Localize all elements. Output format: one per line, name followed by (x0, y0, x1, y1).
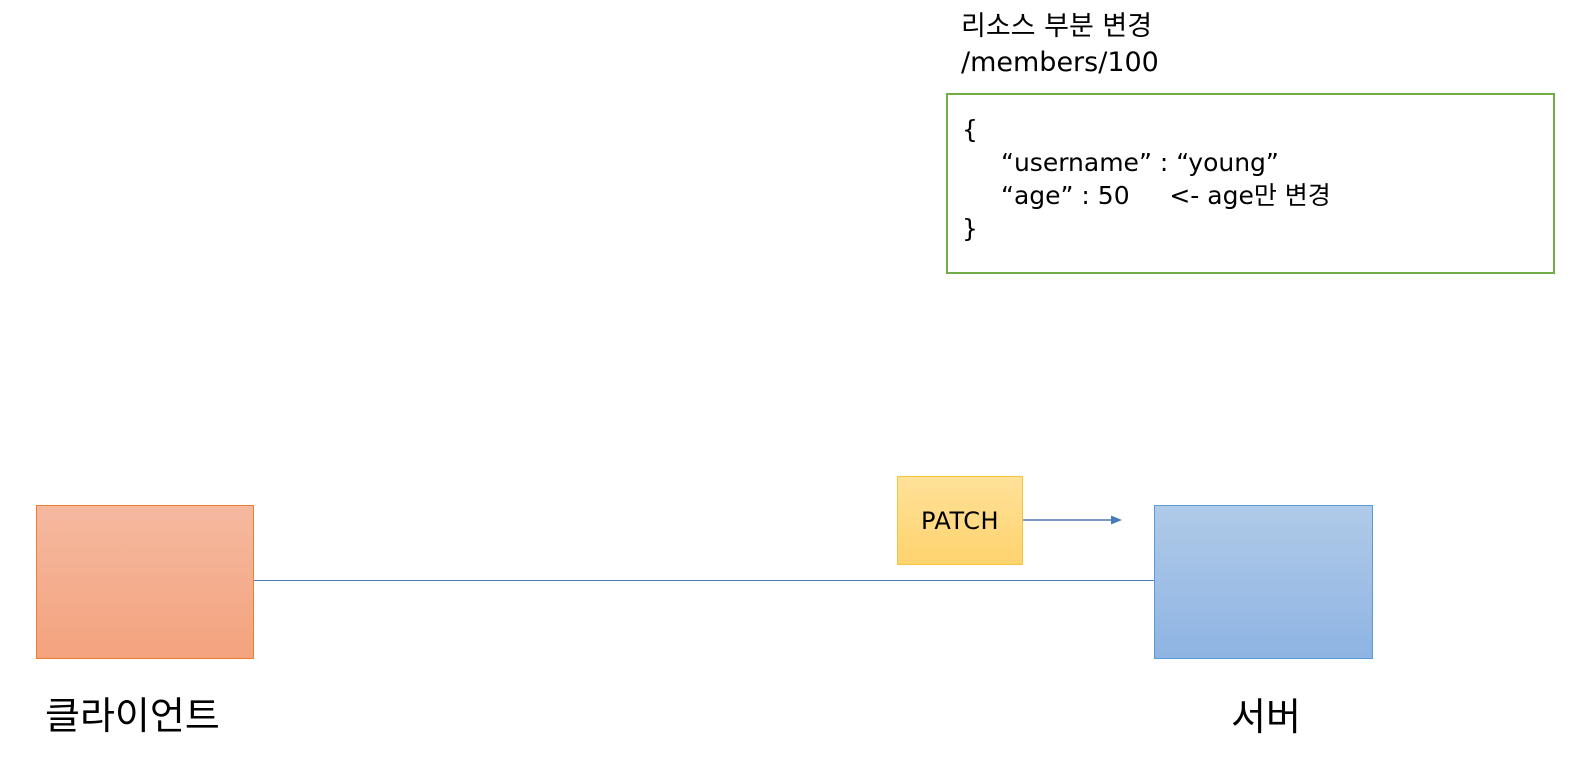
client-label: 클라이언트 (45, 694, 220, 738)
server-label: 서버 (1231, 695, 1301, 739)
connection-line (254, 580, 1154, 581)
body-open-brace: { (962, 115, 978, 144)
diagram-title: 리소스 부분 변경 (961, 11, 1153, 42)
body-username-field: “username” : “young” (1001, 148, 1279, 177)
client-node (36, 505, 254, 659)
arrow-right-icon (1023, 515, 1122, 525)
request-body-box: { “username” : “young” “age” : 50 <- age… (946, 93, 1555, 274)
body-close-brace: } (962, 214, 978, 243)
method-label: PATCH (920, 506, 1000, 535)
resource-path: /members/100 (961, 47, 1159, 78)
server-node (1154, 505, 1373, 659)
body-age-field: “age” : 50 <- age만 변경 (1001, 181, 1331, 210)
method-badge: PATCH (897, 476, 1023, 565)
